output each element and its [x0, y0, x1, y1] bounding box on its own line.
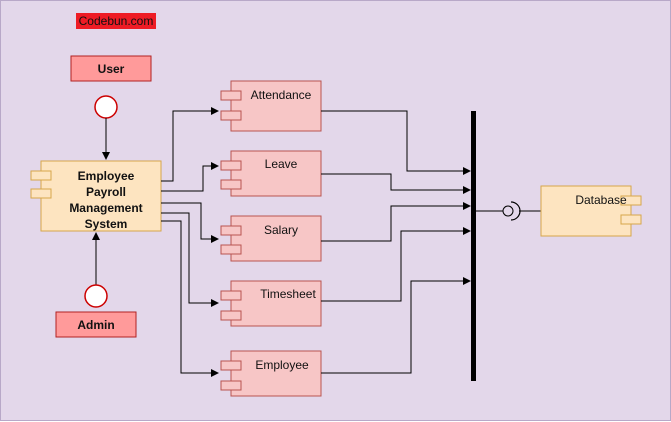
- system-to-employee-arrow: [161, 220, 219, 377]
- system-label-line4: System: [85, 217, 128, 231]
- interface-bus: [471, 111, 476, 381]
- timesheet-component[interactable]: Timesheet: [220, 280, 322, 327]
- salary-to-bus-arrow: [321, 202, 471, 242]
- leave-label: Leave: [265, 157, 298, 171]
- system-to-leave-arrow: [161, 162, 219, 192]
- brand-label: Codebun.com: [76, 13, 156, 29]
- required-interface-socket: [510, 201, 521, 221]
- employee-label: Employee: [255, 358, 309, 372]
- system-label-line2: Payroll: [86, 185, 126, 199]
- database-component[interactable]: Database: [540, 185, 642, 237]
- admin-actor[interactable]: Admin: [55, 311, 137, 338]
- employee-component[interactable]: Employee: [220, 350, 322, 397]
- provided-interface-circle: [502, 205, 514, 217]
- attendance-component[interactable]: Attendance: [220, 80, 322, 132]
- database-label: Database: [575, 193, 627, 207]
- user-interface-circle: [94, 95, 118, 119]
- admin-label: Admin: [77, 318, 114, 332]
- attendance-label: Attendance: [251, 88, 312, 102]
- payroll-system-component[interactable]: Employee Payroll Management System: [30, 160, 162, 232]
- system-to-salary-arrow: [161, 202, 219, 243]
- timesheet-label: Timesheet: [260, 287, 316, 301]
- employee-to-bus-arrow: [321, 277, 471, 374]
- system-label-line3: Management: [69, 201, 142, 215]
- leave-component[interactable]: Leave: [220, 150, 322, 197]
- system-port-bottom: [30, 188, 52, 199]
- system-to-timesheet-arrow: [161, 212, 219, 307]
- user-label: User: [98, 62, 125, 76]
- timesheet-to-bus-arrow: [321, 227, 471, 302]
- system-to-attendance-arrow: [161, 107, 219, 182]
- salary-component[interactable]: Salary: [220, 215, 322, 262]
- leave-to-bus-arrow: [321, 173, 471, 194]
- user-actor[interactable]: User: [70, 55, 152, 82]
- brand-text: Codebun.com: [79, 14, 154, 28]
- attendance-to-bus-arrow: [321, 110, 471, 175]
- admin-interface-circle: [84, 284, 108, 308]
- salary-label: Salary: [264, 223, 298, 237]
- system-label-line1: Employee: [78, 169, 135, 183]
- system-port-top: [30, 170, 52, 181]
